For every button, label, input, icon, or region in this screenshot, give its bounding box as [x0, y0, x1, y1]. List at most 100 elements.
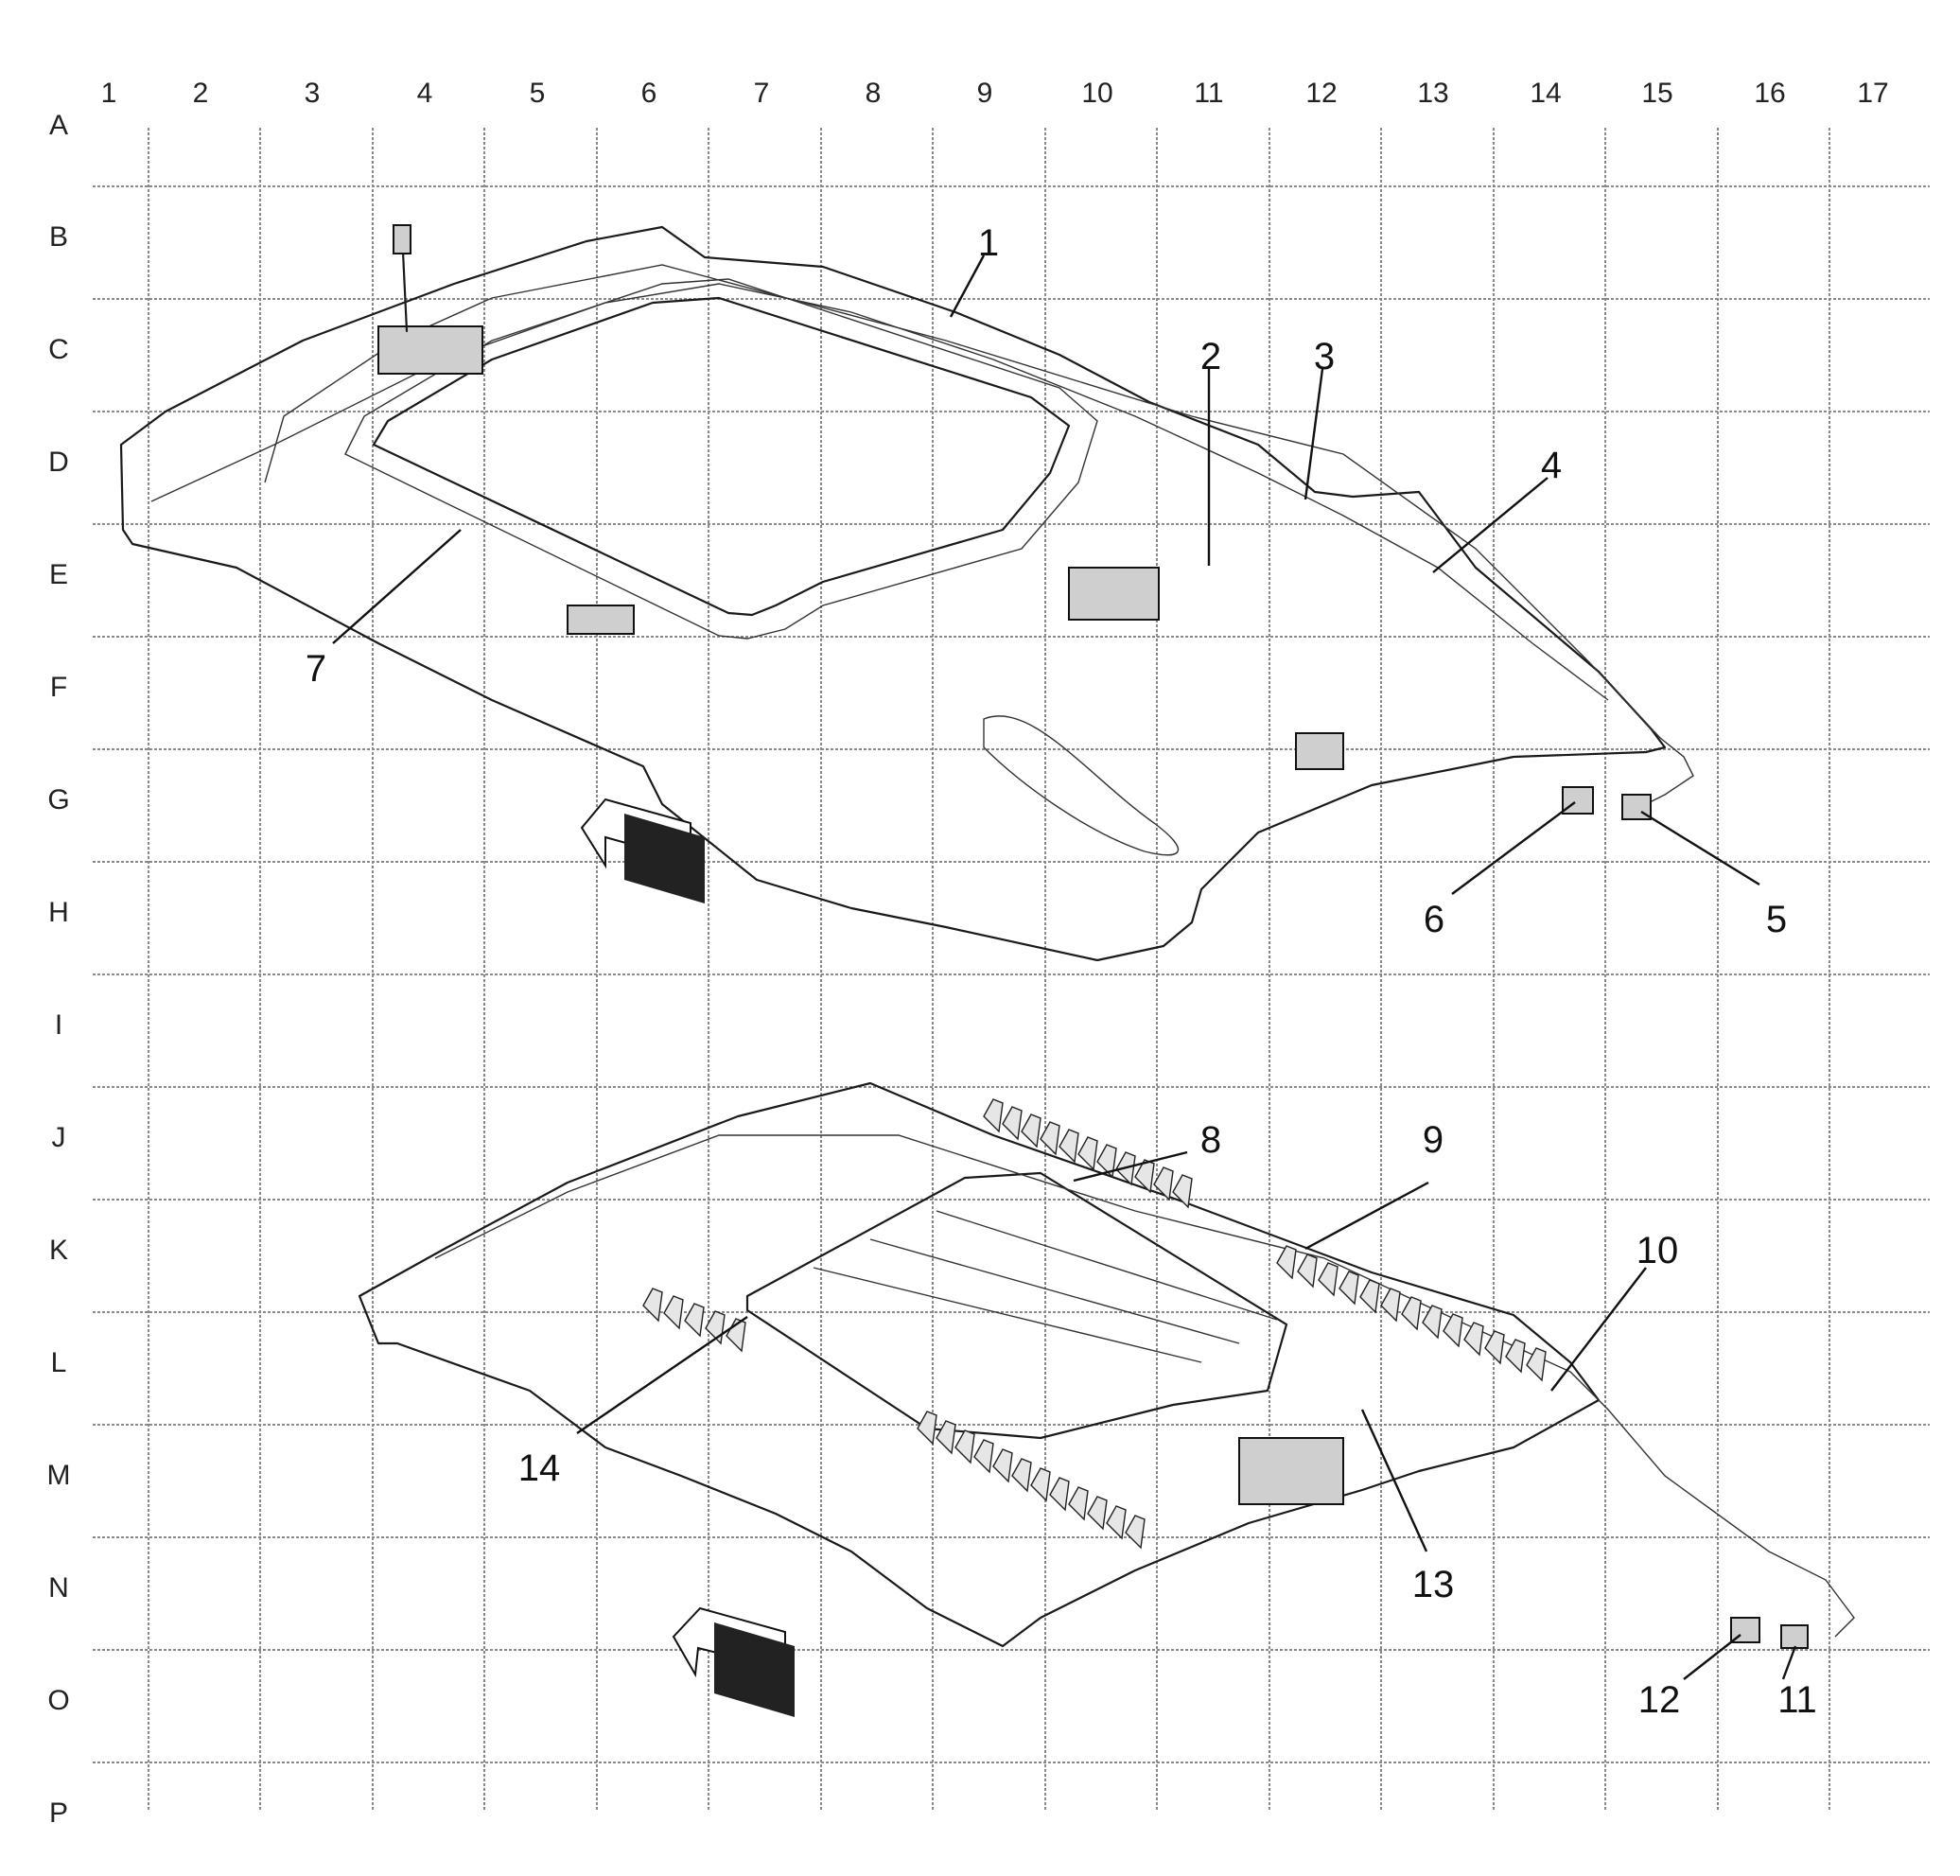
grid-labels: 1 2 3 4 5 6 7 8 9 10 11 12 13 14 15 16 1…: [47, 78, 1889, 1829]
col-label-15: 15: [1641, 78, 1672, 109]
louvre-rib-21: [1463, 1322, 1484, 1357]
louvre-rib-25: [917, 1411, 937, 1446]
leader-10: [1550, 1267, 1647, 1392]
louvre-rib-5: [1059, 1129, 1079, 1164]
row-label-M: M: [47, 1460, 71, 1491]
col-label-3: 3: [305, 78, 321, 109]
row-label-C: C: [48, 334, 69, 365]
col-label-13: 13: [1417, 78, 1448, 109]
callout-4: 4: [1541, 445, 1562, 486]
lower-panel-rib-3: [936, 1210, 1278, 1321]
callout-14: 14: [518, 1447, 561, 1489]
leader-6: [1451, 801, 1576, 895]
upper-headliner-outline: [119, 225, 1667, 962]
row-label-A: A: [49, 110, 68, 141]
louvre-rib-6: [1077, 1136, 1098, 1171]
row-label-P: P: [49, 1797, 68, 1829]
col-label-16: 16: [1754, 78, 1785, 109]
rear-dome-connector: [1295, 732, 1344, 770]
callout-11: 11: [1777, 1679, 1817, 1721]
row-label-N: N: [48, 1572, 69, 1604]
callout-8: 8: [1200, 1119, 1221, 1161]
leader-8: [1073, 1150, 1188, 1183]
lower-headliner-assembly: [358, 1081, 1855, 1717]
callout-12: 12: [1638, 1679, 1681, 1721]
louvre-rib-24: [1526, 1347, 1547, 1382]
upper-headliner-assembly: [119, 224, 1694, 962]
sunroof-opening: [372, 296, 1071, 617]
front-direction-arrow-icon-lower: [672, 1606, 795, 1717]
louvre-rib-37: [642, 1288, 663, 1323]
leader-7: [332, 529, 462, 644]
callout-10: 10: [1636, 1230, 1679, 1271]
louvre-rib-20: [1443, 1313, 1463, 1348]
row-label-I: I: [55, 1009, 62, 1041]
louvre-rib-9: [1134, 1159, 1155, 1194]
leader-3: [1304, 368, 1324, 500]
row-label-D: D: [48, 447, 69, 478]
louvre-rib-19: [1422, 1305, 1443, 1340]
col-label-12: 12: [1305, 78, 1337, 109]
grab-handle-connector: [567, 605, 635, 635]
lower-headliner-panel: [745, 1171, 1288, 1440]
col-label-14: 14: [1530, 78, 1561, 109]
louvre-rib-12: [1276, 1245, 1297, 1280]
row-label-H: H: [48, 897, 69, 928]
louvre-rib-29: [992, 1448, 1013, 1483]
col-label-11: 11: [1194, 78, 1223, 109]
leader-4: [1432, 477, 1549, 573]
louvre-rib-13: [1297, 1254, 1318, 1289]
row-label-K: K: [49, 1235, 68, 1266]
louvre-rib-31: [1030, 1467, 1051, 1502]
louvre-rib-10: [1153, 1166, 1174, 1201]
louvre-rib-32: [1049, 1477, 1070, 1512]
antenna-plug: [393, 224, 411, 254]
louvre-rib-16: [1359, 1279, 1380, 1314]
callout-1: 1: [978, 222, 999, 264]
louvre-rib-3: [1021, 1113, 1041, 1148]
louvre-rib-23: [1505, 1339, 1526, 1374]
row-label-L: L: [51, 1347, 67, 1378]
rear-oval-panel: [983, 715, 1180, 856]
louvre-rib-18: [1401, 1296, 1422, 1331]
front-module-connector: [377, 325, 483, 375]
lower-headliner-outline: [358, 1081, 1601, 1648]
louvre-rib-28: [973, 1439, 994, 1474]
callout-13: 13: [1412, 1564, 1455, 1605]
louvre-rib-38: [663, 1295, 684, 1330]
lower-panel-rib-2: [869, 1238, 1240, 1344]
sunroof-frame: [344, 278, 1098, 640]
leader-11: [1781, 1645, 1797, 1680]
louvre-rib-27: [954, 1429, 975, 1464]
louvre-rib-39: [684, 1303, 705, 1338]
row-label-G: G: [47, 784, 69, 815]
callout-2: 2: [1200, 336, 1221, 377]
col-label-9: 9: [977, 78, 993, 109]
lower-console-connector: [1238, 1437, 1344, 1505]
lower-louvres: [642, 1098, 1547, 1550]
row-label-O: O: [47, 1685, 69, 1716]
row-label-B: B: [49, 221, 68, 253]
row-label-E: E: [49, 559, 68, 590]
leader-5: [1640, 810, 1760, 886]
leader-13: [1360, 1409, 1428, 1552]
louvre-rib-4: [1040, 1121, 1060, 1156]
row-label-J: J: [52, 1122, 66, 1153]
row-label-F: F: [50, 672, 67, 703]
callout-7: 7: [306, 648, 326, 690]
louvre-rib-22: [1484, 1330, 1505, 1365]
front-direction-arrow-icon: [580, 798, 705, 903]
col-label-17: 17: [1857, 78, 1888, 109]
louvre-rib-14: [1318, 1262, 1339, 1297]
leader-12: [1683, 1634, 1741, 1680]
connector-6-part: [1562, 786, 1594, 815]
col-label-10: 10: [1081, 78, 1112, 109]
louvre-rib-33: [1068, 1486, 1089, 1521]
callout-9: 9: [1423, 1119, 1444, 1161]
connector-11-part: [1780, 1624, 1809, 1649]
col-label-6: 6: [641, 78, 657, 109]
leader-9: [1304, 1181, 1429, 1251]
callouts: 1 2 3 4 5 6 7 8 9 10 11 12 13 14: [306, 222, 1817, 1721]
louvre-rib-11: [1172, 1174, 1193, 1209]
